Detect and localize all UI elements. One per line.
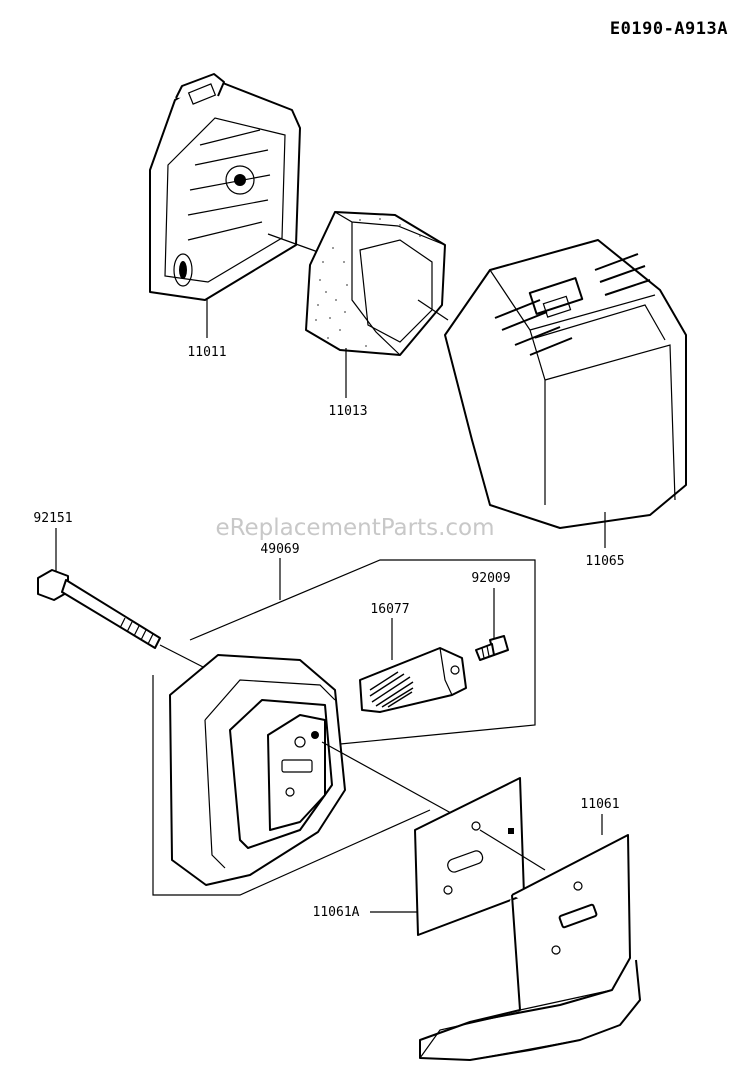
- muffler-body: [169, 654, 346, 886]
- label-11061: 11061: [580, 797, 619, 812]
- heat-shield: [419, 834, 641, 1061]
- air-cleaner-base: [149, 73, 301, 301]
- watermark: eReplacementParts.com: [215, 515, 494, 541]
- long-bolt: [37, 569, 161, 649]
- spark-arrester-screen: [359, 647, 467, 713]
- label-11011: 11011: [187, 345, 226, 360]
- label-11065: 11065: [585, 554, 624, 569]
- assembly-line-92151: [159, 644, 206, 669]
- label-49069: 49069: [260, 542, 299, 557]
- label-92151: 92151: [33, 511, 72, 526]
- label-16077: 16077: [370, 602, 409, 617]
- screw: [475, 635, 509, 661]
- assembly-line-11011: [267, 233, 319, 253]
- assembly-line-gasket: [321, 741, 461, 819]
- label-92009: 92009: [471, 571, 510, 586]
- assembly-line-11013: [417, 299, 449, 321]
- assembly-bracket-bottom: [152, 675, 431, 896]
- assembly-bracket-top: [189, 559, 536, 746]
- foam-element: [305, 211, 446, 356]
- label-11061A: 11061A: [313, 905, 360, 920]
- label-11013: 11013: [328, 404, 367, 419]
- air-cleaner-cover: [444, 239, 687, 529]
- diagram-code: E0190-A913A: [610, 19, 728, 39]
- assembly-line-shield: [479, 829, 546, 871]
